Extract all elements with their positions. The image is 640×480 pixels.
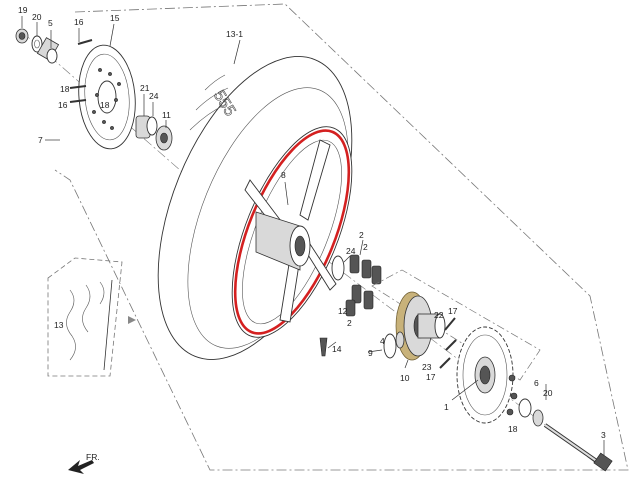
direction-label: FR. <box>86 452 100 462</box>
callout-23: 23 <box>422 362 432 372</box>
part-19-collar <box>15 28 29 44</box>
callout-13: 13 <box>54 320 64 330</box>
part-20-seal-right <box>532 409 544 427</box>
callout-16-b: 16 <box>58 100 68 110</box>
detail-inset-13 <box>47 257 136 377</box>
callout-20-b: 20 <box>543 388 553 398</box>
callout-5: 5 <box>48 18 53 28</box>
callout-6: 6 <box>534 378 539 388</box>
callout-7: 7 <box>38 135 43 145</box>
callout-18-b: 18 <box>100 100 110 110</box>
axle-centerline-right <box>299 239 606 471</box>
callout-13-1: 13-1 <box>226 29 243 39</box>
callout-17: 17 <box>448 306 458 316</box>
callout-12: 12 <box>338 306 348 316</box>
callout-2: 2 <box>359 230 364 240</box>
part-5-spacer <box>36 37 60 64</box>
callout-22: 22 <box>434 310 444 320</box>
part-8-wheel-rim <box>231 126 353 338</box>
callout-18-c: 18 <box>508 424 518 434</box>
callout-15: 15 <box>110 13 120 23</box>
part-16-disc-bolts <box>69 39 93 103</box>
callout-20: 20 <box>32 12 42 22</box>
part-10-sprocket-flange <box>395 291 446 361</box>
part-1-sprocket <box>456 326 514 424</box>
part-15-brake-disc <box>78 44 136 150</box>
part-4-collar <box>395 331 405 349</box>
callout-9: 9 <box>368 348 373 358</box>
callout-labels: 19 20 5 16 15 18 16 18 21 24 11 7 13-1 8… <box>18 5 606 440</box>
front-direction-arrow-icon: FR. <box>68 452 100 474</box>
callout-2-c: 2 <box>347 318 352 328</box>
callout-19: 19 <box>18 5 28 15</box>
rim-stripe <box>233 129 351 335</box>
callout-16: 16 <box>74 17 84 27</box>
part-18-nuts <box>506 374 518 416</box>
part-14-valve <box>319 337 328 357</box>
callout-21: 21 <box>140 83 150 93</box>
callout-11: 11 <box>162 110 171 120</box>
part-6-spacer <box>518 398 532 418</box>
part-11-bearing <box>155 125 173 151</box>
part-17-studs <box>439 317 457 369</box>
callout-1: 1 <box>444 402 449 412</box>
part-2-dampers <box>345 254 382 317</box>
assembly-boundary <box>54 3 629 471</box>
callout-8: 8 <box>281 170 286 180</box>
callout-3: 3 <box>601 430 606 440</box>
callout-2-b: 2 <box>363 242 368 252</box>
part-24-seal-right <box>331 255 345 281</box>
callout-24-b: 24 <box>346 246 356 256</box>
callout-10: 10 <box>400 373 410 383</box>
callout-17-b: 17 <box>426 372 436 382</box>
callout-24: 24 <box>149 91 159 101</box>
callout-18: 18 <box>60 84 70 94</box>
part-3-axle <box>543 423 613 472</box>
leader-lines <box>21 16 605 456</box>
part-9-bearing <box>383 333 397 359</box>
part-24-seal <box>146 116 158 136</box>
callout-14: 14 <box>332 344 342 354</box>
callout-4: 4 <box>380 336 385 346</box>
